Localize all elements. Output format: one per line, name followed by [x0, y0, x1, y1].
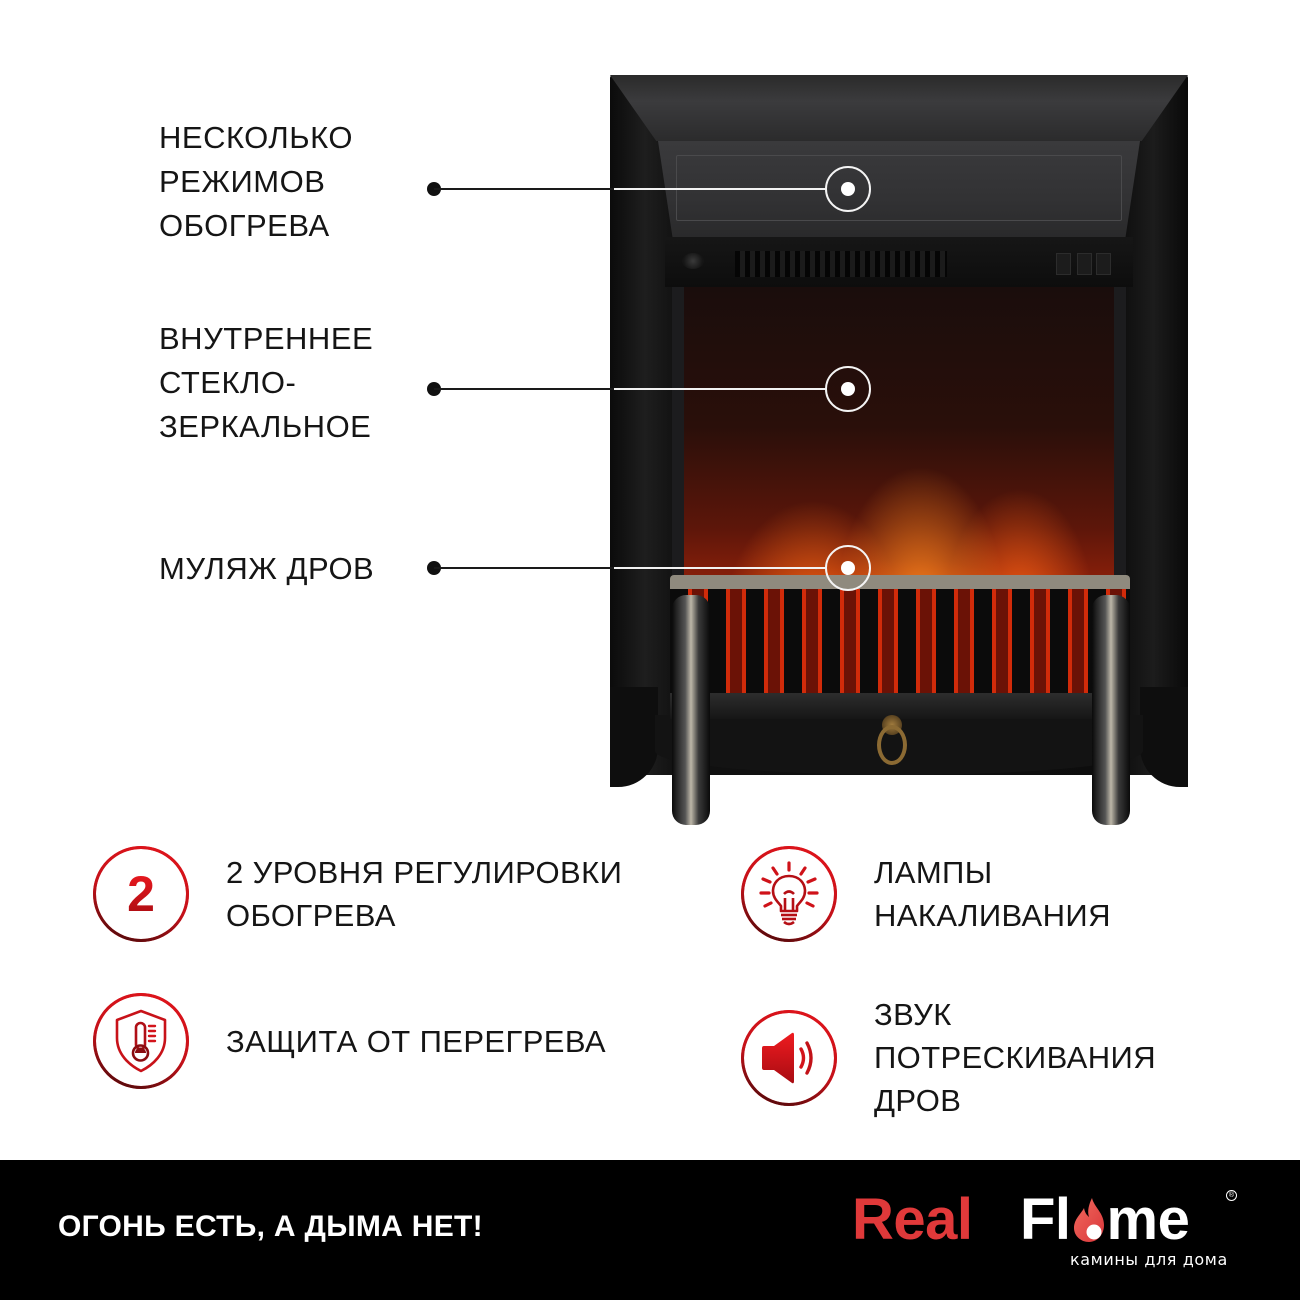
- light-bulb-svg: [759, 861, 819, 926]
- power-switch: [1056, 253, 1071, 275]
- callout-line: ВНУТРЕННЕЕ: [159, 321, 374, 356]
- feature-heat-levels: 2 2 УРОВНЯ РЕГУЛИРОВКИ ОБОГРЕВА: [93, 846, 622, 942]
- leader-line: [614, 567, 826, 569]
- mode-button: [1077, 253, 1092, 275]
- feature-text: ЛАМПЫ НАКАЛИВАНИЯ: [874, 851, 1111, 937]
- callout-line: РЕЖИМОВ: [159, 164, 326, 199]
- feature-line: ЗВУК: [874, 997, 952, 1032]
- brand-flame-prefix: Fl: [1020, 1187, 1071, 1252]
- feature-line: ЗАЩИТА ОТ ПЕРЕГРЕВА: [226, 1023, 606, 1059]
- leader-line: [434, 188, 614, 190]
- leader-line: [434, 567, 614, 569]
- fireplace-vents: [735, 251, 947, 277]
- feature-line: ПОТРЕСКИВАНИЯ: [874, 1040, 1156, 1075]
- registered-mark: ®: [1226, 1190, 1237, 1201]
- callout-line: ОБОГРЕВА: [159, 208, 330, 243]
- callout-heating-modes: НЕСКОЛЬКО РЕЖИМОВ ОБОГРЕВА: [159, 116, 353, 248]
- callout-inner-glass: ВНУТРЕННЕЕ СТЕКЛО- ЗЕРКАЛЬНОЕ: [159, 317, 373, 449]
- feature-text: 2 УРОВНЯ РЕГУЛИРОВКИ ОБОГРЕВА: [226, 851, 622, 937]
- fireplace-leg-right: [1092, 595, 1130, 825]
- fireplace-image: [610, 75, 1188, 825]
- slogan: ОГОНЬ ЕСТЬ, А ДЫМА НЕТ!: [58, 1210, 483, 1243]
- brand-word-flame: Fl me: [1020, 1187, 1190, 1252]
- callout-fake-logs: МУЛЯЖ ДРОВ: [159, 547, 374, 591]
- shield-thermometer-icon: [93, 993, 189, 1089]
- feature-overheat-protection: ЗАЩИТА ОТ ПЕРЕГРЕВА: [93, 993, 606, 1089]
- leader-line: [434, 388, 614, 390]
- feature-line: НАКАЛИВАНИЯ: [874, 898, 1111, 933]
- number-two-icon: 2: [93, 846, 189, 942]
- brand-logo: Real Fl me ® камины для дома: [852, 1188, 1242, 1278]
- speaker-icon: [741, 1009, 837, 1106]
- marker-heating-modes: [825, 166, 871, 212]
- fireplace-wing-right: [1140, 687, 1188, 787]
- brand-word-real: Real: [852, 1187, 973, 1252]
- speaker-svg: [762, 1032, 813, 1083]
- icon-number: 2: [127, 866, 155, 922]
- feature-text: ЗАЩИТА ОТ ПЕРЕГРЕВА: [226, 1020, 606, 1063]
- feature-line: 2 УРОВНЯ РЕГУЛИРОВКИ: [226, 855, 623, 890]
- brand-tagline: камины для дома: [1070, 1250, 1228, 1269]
- fireplace-bevel: [610, 75, 1188, 141]
- marker-inner-glass: [825, 366, 871, 412]
- fireplace-leg-left: [672, 595, 710, 825]
- feature-line: ОБОГРЕВА: [226, 898, 396, 933]
- callout-line: СТЕКЛО-: [159, 365, 297, 400]
- leader-line: [614, 188, 826, 190]
- callout-line: НЕСКОЛЬКО: [159, 120, 353, 155]
- mode-button: [1096, 253, 1111, 275]
- feature-incandescent-lamps: ЛАМПЫ НАКАЛИВАНИЯ: [741, 846, 1111, 942]
- feature-line: ДРОВ: [874, 1083, 962, 1118]
- feature-crackling-sound: ЗВУК ПОТРЕСКИВАНИЯ ДРОВ: [741, 993, 1156, 1122]
- fireplace-wing-left: [610, 687, 658, 787]
- callout-line: ЗЕРКАЛЬНОЕ: [159, 409, 372, 444]
- leader-line: [614, 388, 826, 390]
- light-bulb-icon: [741, 846, 837, 942]
- footer-band: ОГОНЬ ЕСТЬ, А ДЫМА НЕТ! Real Fl me ® кам…: [0, 1160, 1300, 1300]
- feature-line: ЛАМПЫ: [874, 855, 993, 890]
- drawer-ring: [877, 725, 907, 765]
- fireplace-grate: [670, 575, 1130, 719]
- marker-fake-logs: [825, 545, 871, 591]
- callout-line: МУЛЯЖ ДРОВ: [159, 551, 375, 586]
- fireplace-knob: [682, 253, 704, 269]
- flame-icon: [1073, 1198, 1104, 1242]
- feature-text: ЗВУК ПОТРЕСКИВАНИЯ ДРОВ: [874, 993, 1156, 1122]
- brand-flame-suffix: me: [1106, 1187, 1190, 1252]
- shield-thermometer-svg: [115, 1009, 167, 1073]
